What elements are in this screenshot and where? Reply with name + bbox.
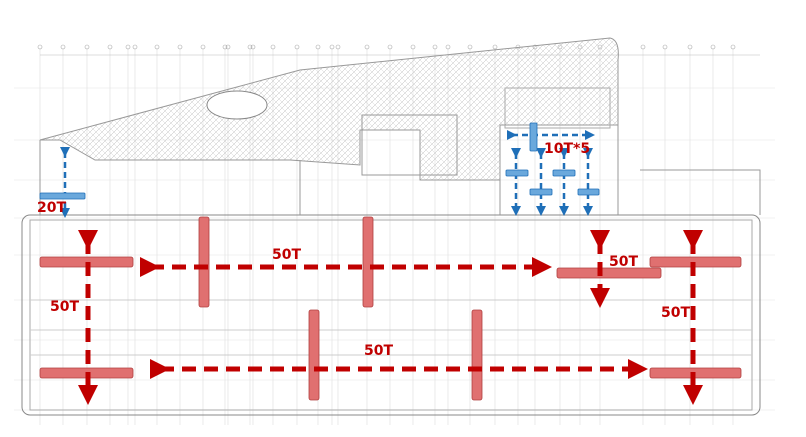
label-50t: 50T xyxy=(364,343,393,359)
grid-bubble xyxy=(37,44,43,50)
grid-bubble xyxy=(200,44,206,50)
label-50t: 50T xyxy=(661,305,690,321)
grid-bubble xyxy=(60,44,66,50)
grid-bubble xyxy=(107,44,113,50)
label-50t: 50T xyxy=(272,247,301,263)
grid-bubble xyxy=(710,44,716,50)
grid-bubble xyxy=(364,44,370,50)
grid-bubble xyxy=(154,44,160,50)
light-crane-travel-arrows xyxy=(60,130,595,218)
grid-bubble xyxy=(250,44,256,50)
grid-bubble xyxy=(335,44,341,50)
heavy-crane-travel-arrows xyxy=(78,230,703,405)
grid-bubble xyxy=(329,44,335,50)
crane-bar xyxy=(308,309,320,401)
grid-bubble xyxy=(410,44,416,50)
heavy-crane-bars xyxy=(39,216,742,401)
label-20t: 20T xyxy=(37,200,66,216)
grid-bubble xyxy=(687,44,693,50)
grid-bubble xyxy=(294,44,300,50)
crane-bar xyxy=(505,169,529,177)
grid-bubble xyxy=(492,44,498,50)
crane-bar xyxy=(529,122,538,152)
grid-bubble xyxy=(225,44,231,50)
grid-bubble xyxy=(315,44,321,50)
crane-bar xyxy=(529,188,553,196)
grid-bubble xyxy=(247,44,253,50)
crane-bar xyxy=(39,192,86,200)
building-outline xyxy=(21,37,761,416)
light-crane-bars xyxy=(39,122,600,200)
grid-bubble xyxy=(730,44,736,50)
grid-bubble xyxy=(432,44,438,50)
label-10t-group: 10T*5 xyxy=(544,141,590,157)
label-50t: 50T xyxy=(50,299,79,315)
grid-bubble xyxy=(270,44,276,50)
label-50t: 50T xyxy=(609,254,638,270)
grid-bubble xyxy=(177,44,183,50)
crane-bar xyxy=(198,216,210,308)
grid-bubble xyxy=(445,44,451,50)
grid-bubble xyxy=(467,44,473,50)
grid-bubble xyxy=(640,44,646,50)
grid-bubble xyxy=(387,44,393,50)
crane-bar xyxy=(552,169,576,177)
crane-bar xyxy=(362,216,374,308)
crane-bar xyxy=(577,188,600,196)
grid-bubble xyxy=(662,44,668,50)
grid-bubble xyxy=(132,44,138,50)
grid-bubble xyxy=(84,44,90,50)
crane-capacity-labels: 20T 10T*5 50T 50T 50T 50T 50T xyxy=(37,141,690,359)
crane-bar xyxy=(471,309,483,401)
grid-bubble xyxy=(222,44,228,50)
grid-bubble xyxy=(125,44,131,50)
